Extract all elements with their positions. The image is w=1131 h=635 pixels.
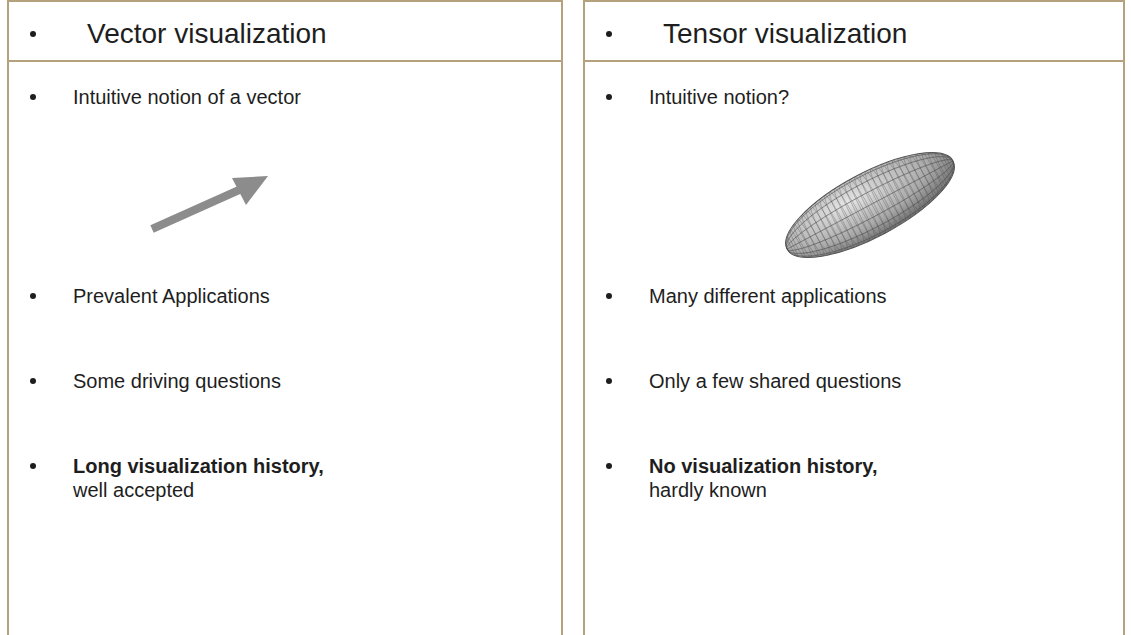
- mesh-line: [792, 223, 814, 258]
- bullet-dot: [30, 94, 36, 100]
- bullet-dot: [606, 293, 612, 299]
- bullet-dot: [606, 94, 612, 100]
- mesh-line: [831, 187, 867, 245]
- bullet-dot: [30, 463, 36, 469]
- mesh-line: [773, 135, 967, 275]
- bullet-text: hardly known: [649, 478, 767, 502]
- bullet-text: well accepted: [73, 478, 194, 502]
- bullet-dot: [30, 293, 36, 299]
- mesh-line: [836, 184, 872, 243]
- bullet-text: Only a few shared questions: [649, 369, 901, 393]
- bullet-text: Some driving questions: [73, 369, 281, 393]
- mesh-line: [781, 150, 958, 260]
- mesh-line: [773, 135, 967, 275]
- mesh-line: [776, 141, 963, 269]
- bullet-text: Many different applications: [649, 284, 887, 308]
- comparison-panel: Vector visualizationIntuitive notion of …: [7, 0, 563, 635]
- header-rule: [9, 60, 561, 62]
- panel-heading: Tensor visualization: [663, 17, 907, 51]
- mesh-line: [788, 229, 806, 258]
- bullet-dot: [606, 463, 612, 469]
- vector-arrow: [152, 176, 268, 229]
- mesh-line: [941, 153, 954, 174]
- bullet-text: Intuitive notion of a vector: [73, 85, 301, 109]
- bullet-dot: [30, 378, 36, 384]
- bullet-text: No visualization history,: [649, 454, 878, 478]
- mesh-line: [781, 150, 958, 260]
- bullet-dot: [30, 31, 36, 37]
- bullet-text: Intuitive notion?: [649, 85, 789, 109]
- header-rule: [585, 60, 1123, 62]
- mesh-line: [826, 190, 861, 247]
- bullet-dot: [606, 31, 612, 37]
- mesh-line: [920, 152, 945, 192]
- comparison-panel: Tensor visualizationIntuitive notion? Man…: [583, 0, 1125, 635]
- bullet-text: Prevalent Applications: [73, 284, 270, 308]
- mesh-line: [776, 141, 963, 269]
- bullet-dot: [606, 378, 612, 384]
- panel-heading: Vector visualization: [87, 17, 327, 51]
- mesh-line: [795, 218, 820, 258]
- bullet-text: Long visualization history,: [73, 454, 324, 478]
- tensor-ellipsoid: [772, 133, 968, 278]
- mesh-line: [927, 152, 949, 187]
- mesh-line: [890, 159, 923, 213]
